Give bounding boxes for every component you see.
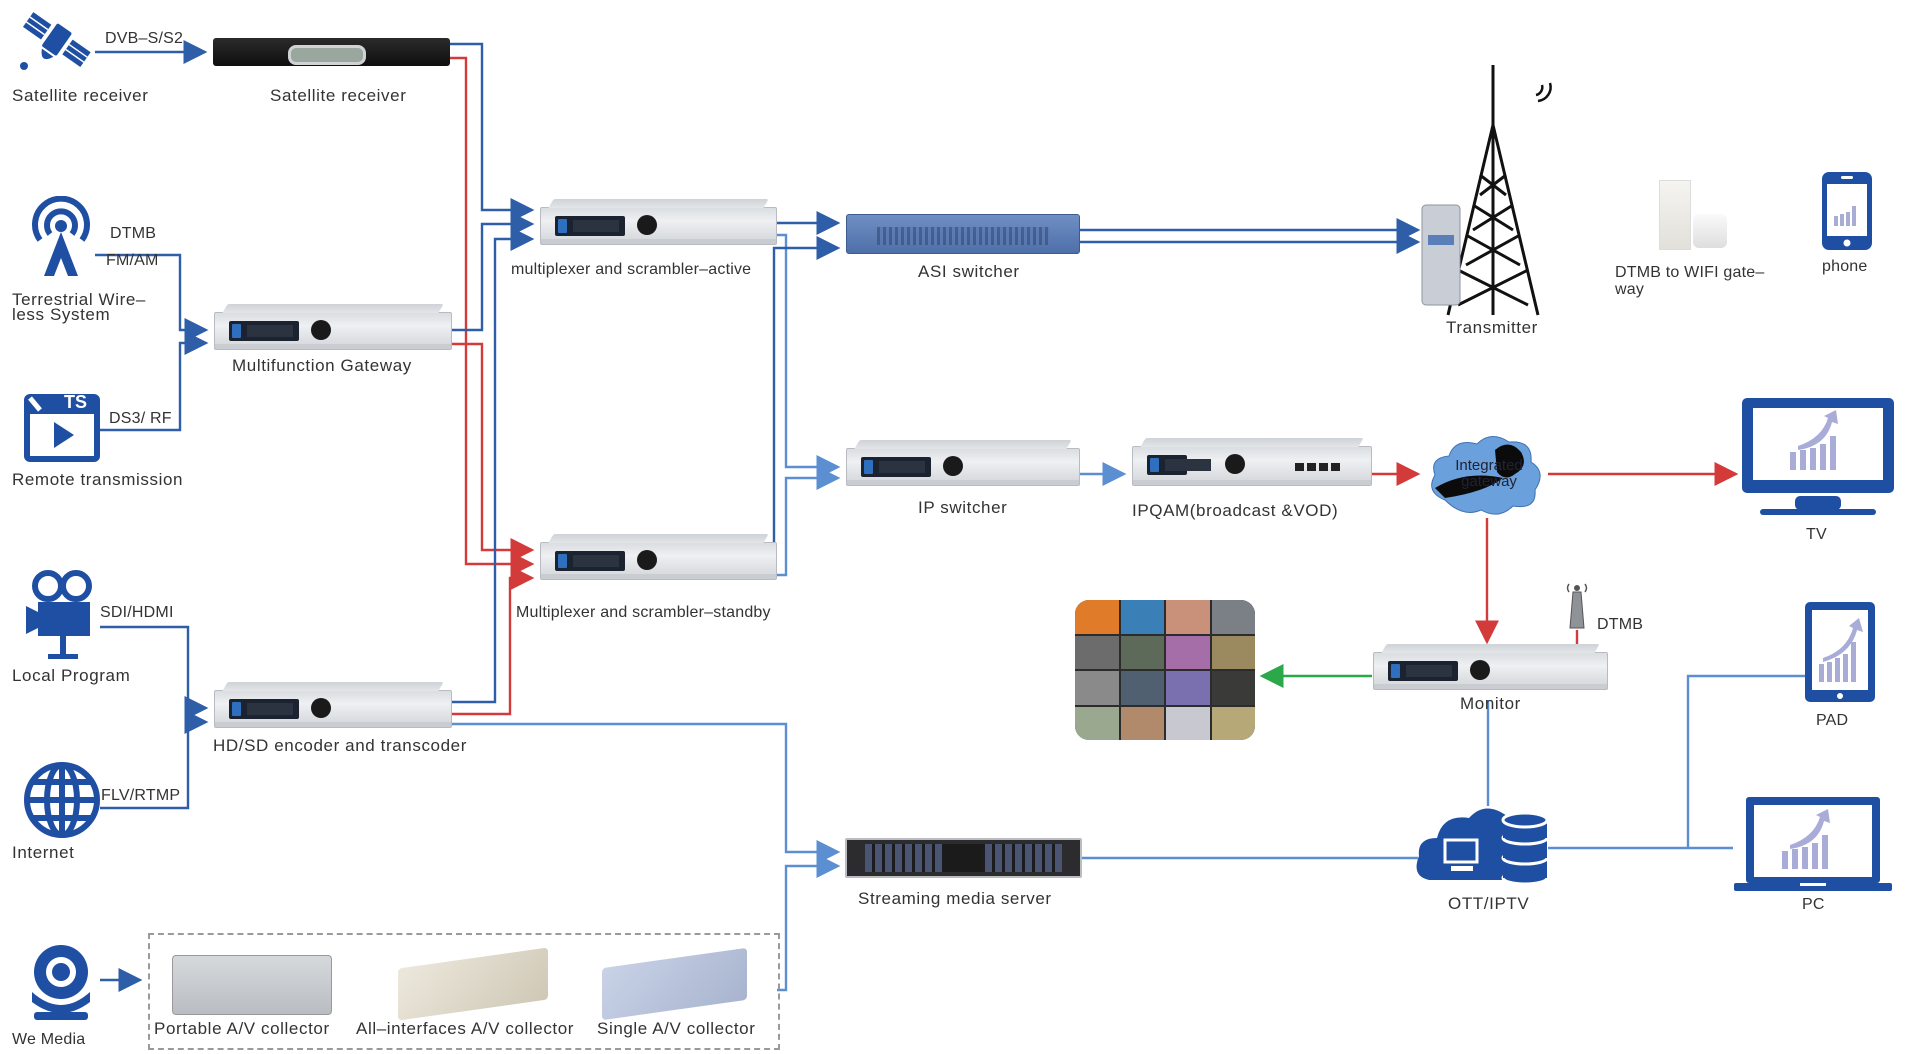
monitor-label: Monitor: [1460, 694, 1521, 713]
pc-terminal[interactable]: [1732, 795, 1894, 895]
link-gateway-to-mux-standby: [450, 342, 535, 562]
mux-active-device[interactable]: [540, 199, 777, 245]
ip-switcher-label: IP switcher: [918, 498, 1008, 517]
portable-collector-image: [172, 955, 332, 1015]
mux-standby-label: Multiplexer and scrambler–standby: [516, 604, 771, 621]
tv-label: TV: [1806, 526, 1827, 543]
all-interfaces-collector-label: All–interfaces A/V collector: [356, 1019, 575, 1038]
sdi-hdmi-signal-label: SDI/HDMI: [100, 604, 174, 621]
tv-icon: [1742, 398, 1894, 515]
satellite-icon: [20, 12, 91, 70]
ds3-rf-signal-label: DS3/ RF: [109, 410, 172, 427]
mux-active-label: multiplexer and scrambler–active: [511, 261, 752, 278]
link-encoder-to-mux-active: [450, 227, 535, 704]
ts-video-icon: [24, 394, 100, 462]
single-collector-label: Single A/V collector: [597, 1019, 756, 1038]
streaming-media-server-label: Streaming media server: [858, 889, 1052, 908]
ipqam-device[interactable]: [1132, 438, 1372, 486]
fm-am-signal-label: FM/AM: [106, 252, 159, 269]
ts-icon-text: TS: [64, 392, 88, 412]
dvb-s2-signal-label: DVB–S/S2: [105, 30, 184, 47]
transmission-tower-icon: [1421, 65, 1552, 316]
internet-source: [22, 760, 102, 840]
monitor-dtmb-label: DTMB: [1597, 616, 1644, 633]
transmitter-label: Transmitter: [1446, 318, 1538, 337]
dtmb-wifi-gateway-label: DTMB to WIFI gate– way: [1615, 264, 1764, 298]
cloud-icon: [1431, 436, 1541, 515]
terrestrial-label-line2: less System: [12, 305, 111, 324]
tv-terminal[interactable]: [1740, 396, 1896, 524]
phone-terminal[interactable]: [1820, 170, 1874, 252]
collectors-group: [148, 933, 780, 1050]
dtmb-wifi-label-line1: DTMB to WIFI gate–: [1615, 264, 1765, 281]
link-collectors-to-streaming: [777, 854, 841, 992]
terrestrial-label-line1: Terrestrial Wire–: [12, 290, 146, 309]
link-mux-standby-to-asi: [772, 236, 841, 562]
video-camera-icon: [26, 570, 92, 659]
laptop-icon: [1734, 797, 1892, 891]
link-mux-standby-to-ip: [775, 466, 841, 577]
radio-tower-icon: [32, 195, 90, 276]
multifunction-gateway-label: Multifunction Gateway: [232, 356, 412, 375]
encoder-device[interactable]: [214, 682, 452, 728]
satellite-source: [14, 0, 98, 78]
phone-label: phone: [1822, 258, 1868, 275]
remote-transmission-label: Remote transmission: [12, 470, 184, 489]
terrestrial-source: [26, 195, 96, 278]
dtmb-signal-label: DTMB: [110, 225, 157, 242]
link-satrx-to-mux-active: [450, 42, 535, 222]
webcam-icon: [32, 945, 90, 1020]
encoder-label: HD/SD encoder and transcoder: [213, 736, 467, 755]
we-media-source: [22, 940, 100, 1022]
remote-transmission-source: TS: [22, 392, 102, 464]
streaming-media-server-device[interactable]: [845, 838, 1082, 878]
antenna-icon: [1566, 583, 1588, 629]
link-mux-active-to-ip: [775, 233, 841, 479]
pc-label: PC: [1802, 896, 1825, 913]
dtmb-antenna: [1566, 582, 1588, 632]
ipqam-label: IPQAM(broadcast &VOD): [1132, 501, 1339, 520]
flv-rtmp-signal-label: FLV/RTMP: [101, 787, 181, 804]
asi-switcher-device[interactable]: [846, 214, 1080, 254]
link-encoder-to-streaming: [450, 722, 841, 864]
multifunction-gateway-device[interactable]: [214, 304, 452, 350]
ott-iptv[interactable]: [1415, 800, 1550, 886]
link-satrx-to-mux-standby: [450, 56, 535, 576]
ip-switcher-device[interactable]: [846, 440, 1080, 486]
asi-switcher-label: ASI switcher: [918, 262, 1020, 281]
tablet-icon: [1805, 602, 1875, 702]
globe-icon: [24, 762, 100, 838]
transmitter[interactable]: [1418, 65, 1568, 320]
terrestrial-source-label: Terrestrial Wire– less System: [12, 290, 146, 324]
local-program-label: Local Program: [12, 666, 131, 685]
integrated-gateway-label: Integrated gateway: [1455, 457, 1523, 490]
receiver-lcd: [288, 45, 366, 65]
dtmb-wifi-label-line2: way: [1615, 281, 1645, 298]
cloud-database-icon: [1416, 808, 1549, 886]
satellite-receiver-device-label: Satellite receiver: [270, 86, 407, 105]
internet-label: Internet: [12, 843, 75, 862]
integrated-gateway-cloud[interactable]: Integrated gateway: [1425, 430, 1547, 518]
ott-iptv-label: OTT/IPTV: [1448, 894, 1530, 913]
we-media-label: We Media: [12, 1031, 86, 1048]
monitoring-video-wall: [1075, 600, 1255, 740]
pad-terminal[interactable]: [1803, 600, 1877, 710]
monitor-device[interactable]: [1373, 644, 1608, 690]
link-encoder-to-mux-standby: [450, 566, 535, 716]
portable-collector-label: Portable A/V collector: [154, 1019, 330, 1038]
dtmb-wifi-gateway[interactable]: [1655, 180, 1735, 252]
local-program-source: [24, 570, 100, 662]
satellite-source-label: Satellite receiver: [12, 86, 149, 105]
phone-icon: [1822, 172, 1872, 250]
mux-standby-device[interactable]: [540, 534, 777, 580]
pad-label: PAD: [1816, 712, 1849, 729]
satellite-receiver-device[interactable]: [213, 38, 450, 66]
